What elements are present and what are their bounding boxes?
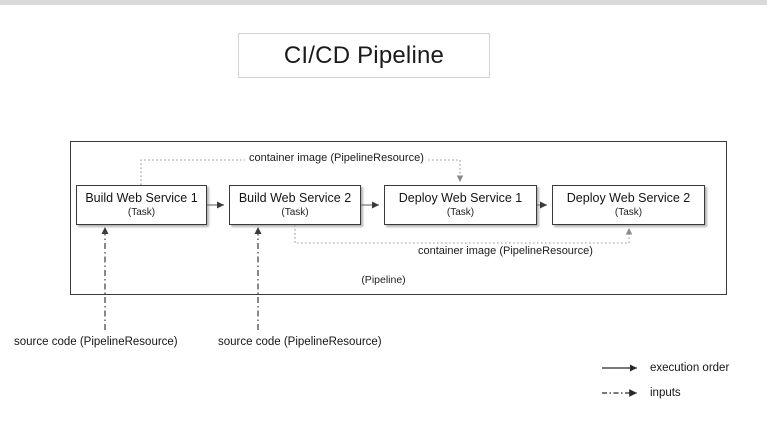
window-top-strip bbox=[0, 0, 767, 5]
legend-item-execution-order: execution order bbox=[600, 355, 760, 380]
input-label-source-code-2: source code (PipelineResource) bbox=[218, 336, 382, 348]
edge-label-container-image-top: container image (PipelineResource) bbox=[245, 152, 428, 164]
edge-label-container-image-bottom: container image (PipelineResource) bbox=[414, 245, 597, 257]
task-node-type: (Task) bbox=[127, 207, 156, 218]
task-node-title: Deploy Web Service 2 bbox=[566, 191, 691, 205]
task-node-build-web-service-2[interactable]: Build Web Service 2 (Task) bbox=[229, 185, 361, 225]
legend-label: execution order bbox=[650, 361, 730, 374]
page-title: CI/CD Pipeline bbox=[283, 41, 445, 69]
task-node-title: Build Web Service 2 bbox=[238, 191, 352, 205]
page-title-box: CI/CD Pipeline bbox=[238, 33, 490, 78]
task-node-deploy-web-service-1[interactable]: Deploy Web Service 1 (Task) bbox=[384, 185, 537, 225]
legend-label: inputs bbox=[650, 386, 681, 399]
dashdot-arrow-icon bbox=[602, 388, 637, 397]
task-node-build-web-service-1[interactable]: Build Web Service 1 (Task) bbox=[76, 185, 207, 225]
legend: execution order inputs bbox=[600, 355, 760, 405]
legend-item-inputs: inputs bbox=[600, 380, 760, 405]
task-node-title: Build Web Service 1 bbox=[85, 191, 198, 205]
task-node-deploy-web-service-2[interactable]: Deploy Web Service 2 (Task) bbox=[552, 185, 705, 225]
task-node-type: (Task) bbox=[446, 207, 475, 218]
task-node-type: (Task) bbox=[281, 207, 309, 218]
solid-arrow-icon bbox=[602, 363, 637, 372]
input-label-source-code-1: source code (PipelineResource) bbox=[14, 336, 178, 348]
task-node-type: (Task) bbox=[614, 207, 643, 218]
task-node-title: Deploy Web Service 1 bbox=[398, 191, 523, 205]
